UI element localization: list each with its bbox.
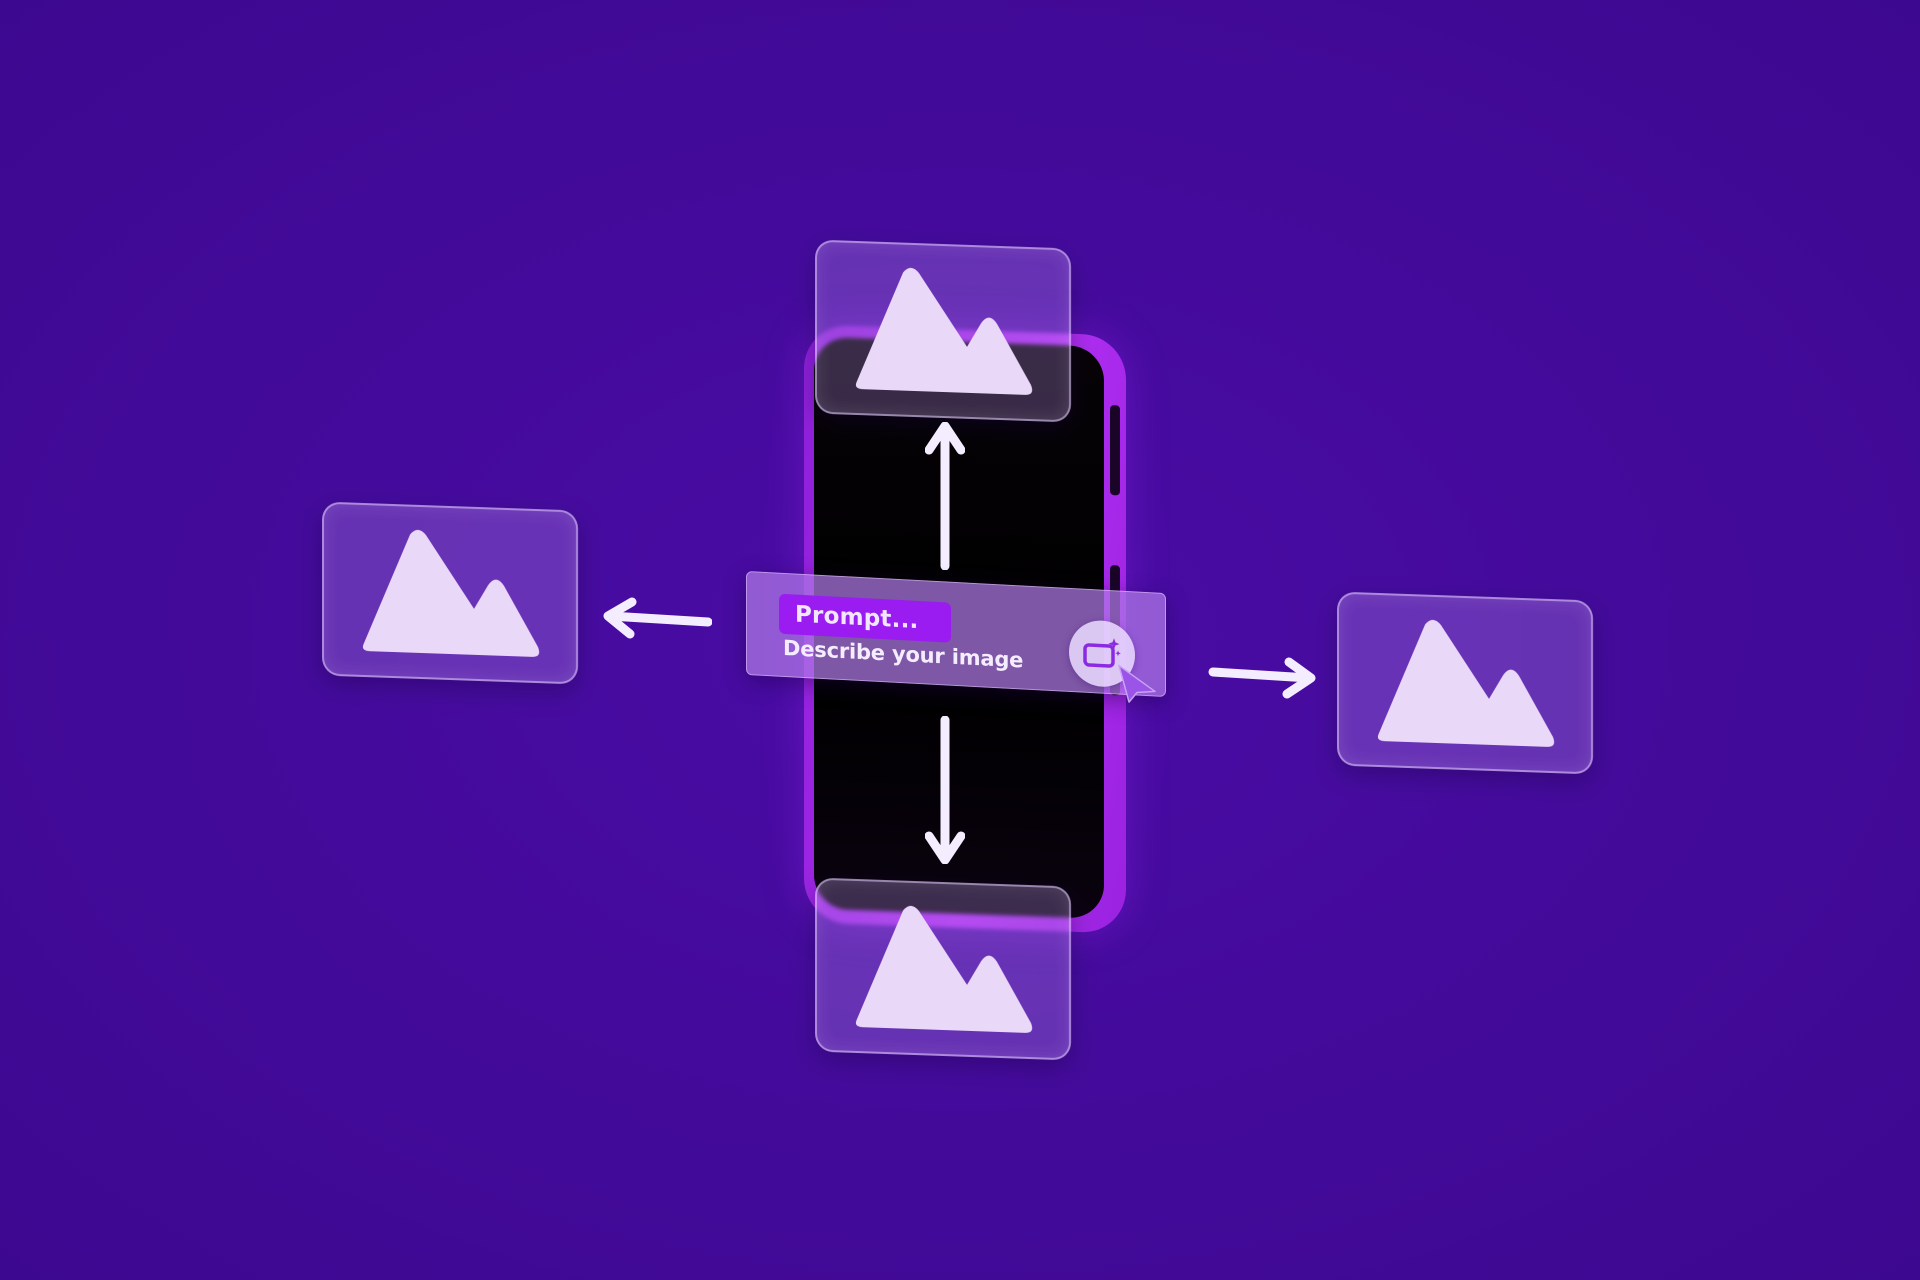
image-card-right bbox=[1337, 591, 1593, 775]
image-card-left bbox=[322, 501, 578, 685]
image-sparkle-icon[interactable] bbox=[1069, 618, 1135, 689]
mountain-image-icon bbox=[1377, 619, 1555, 747]
image-card-bottom bbox=[815, 877, 1071, 1061]
mountain-image-icon bbox=[855, 905, 1033, 1033]
image-card-top bbox=[815, 239, 1071, 423]
arrow-left-icon bbox=[602, 596, 712, 644]
arrow-right-icon bbox=[1207, 652, 1317, 700]
arrow-down-icon bbox=[925, 716, 965, 864]
mountain-image-icon bbox=[362, 529, 540, 657]
prompt-input-panel[interactable]: Prompt... Describe your image bbox=[746, 570, 1166, 703]
prompt-chip: Prompt... bbox=[779, 593, 951, 643]
prompt-description: Describe your image bbox=[783, 635, 1024, 673]
cursor-arrow-icon bbox=[1115, 663, 1159, 709]
mountain-image-icon bbox=[855, 267, 1033, 395]
arrow-up-icon bbox=[925, 422, 965, 570]
phone-side-button bbox=[1110, 405, 1120, 496]
